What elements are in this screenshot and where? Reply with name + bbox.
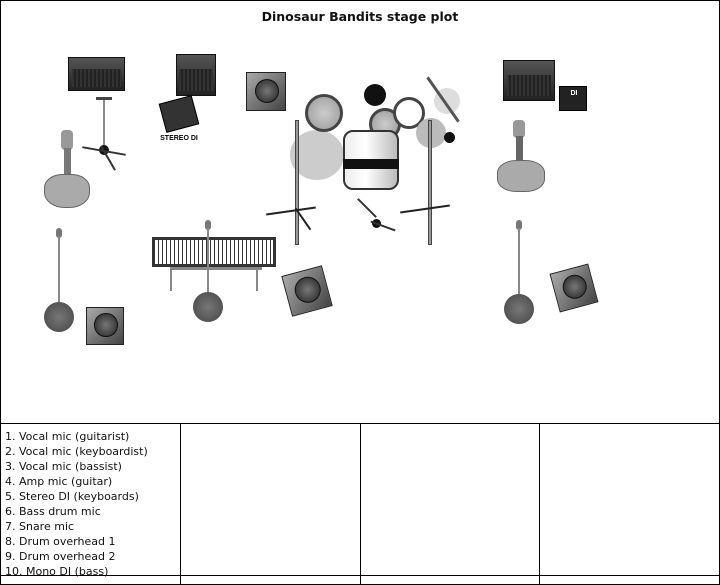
input-item: 4. Amp mic (guitar) (5, 475, 113, 488)
input-list-table: 1. Vocal mic (guitarist) 2. Vocal mic (k… (0, 423, 720, 585)
keyboard (152, 237, 276, 293)
input-list-column-2 (179, 423, 361, 585)
guitar-amp (68, 57, 125, 91)
kick-drum-mic-stand (352, 195, 396, 235)
input-item: 1. Vocal mic (guitarist) (5, 430, 130, 443)
input-item: 7. Snare mic (5, 520, 75, 533)
drum-monitor-wedge (246, 72, 286, 111)
overhead-mic-stand-2 (400, 76, 472, 245)
vocal-mic-guitarist (44, 228, 74, 332)
vocal-mic-bassist (504, 220, 534, 324)
mono-di-box: DI (559, 86, 587, 111)
bass-guitar (497, 120, 545, 194)
monitor-wedge-guitarist (86, 307, 124, 345)
input-list-column-1: 1. Vocal mic (guitarist) 2. Vocal mic (k… (0, 423, 181, 585)
keyboard-amp (176, 54, 216, 96)
stereo-di-label: STEREO DI (160, 135, 198, 142)
input-item: 2. Vocal mic (keyboardist) (5, 445, 148, 458)
electric-guitar (42, 130, 92, 210)
input-item: 5. Stereo DI (keyboards) (5, 490, 139, 503)
guitar-mic-stand (82, 97, 126, 172)
mono-di-label: DI (570, 90, 578, 97)
overhead-mic-stand-1 (266, 120, 316, 245)
input-list-column-4 (539, 423, 720, 585)
input-item: 3. Vocal mic (bassist) (5, 460, 122, 473)
stage-plot-title: Dinosaur Bandits stage plot (261, 9, 459, 24)
bass-amp (503, 60, 555, 101)
input-item: 6. Bass drum mic (5, 505, 101, 518)
input-item: 9. Drum overhead 2 (5, 550, 116, 563)
input-item: 8. Drum overhead 1 (5, 535, 116, 548)
input-list-column-3 (359, 423, 541, 585)
input-item: 10. Mono DI (bass) (5, 565, 109, 578)
vocal-mic-keyboardist (193, 220, 223, 322)
